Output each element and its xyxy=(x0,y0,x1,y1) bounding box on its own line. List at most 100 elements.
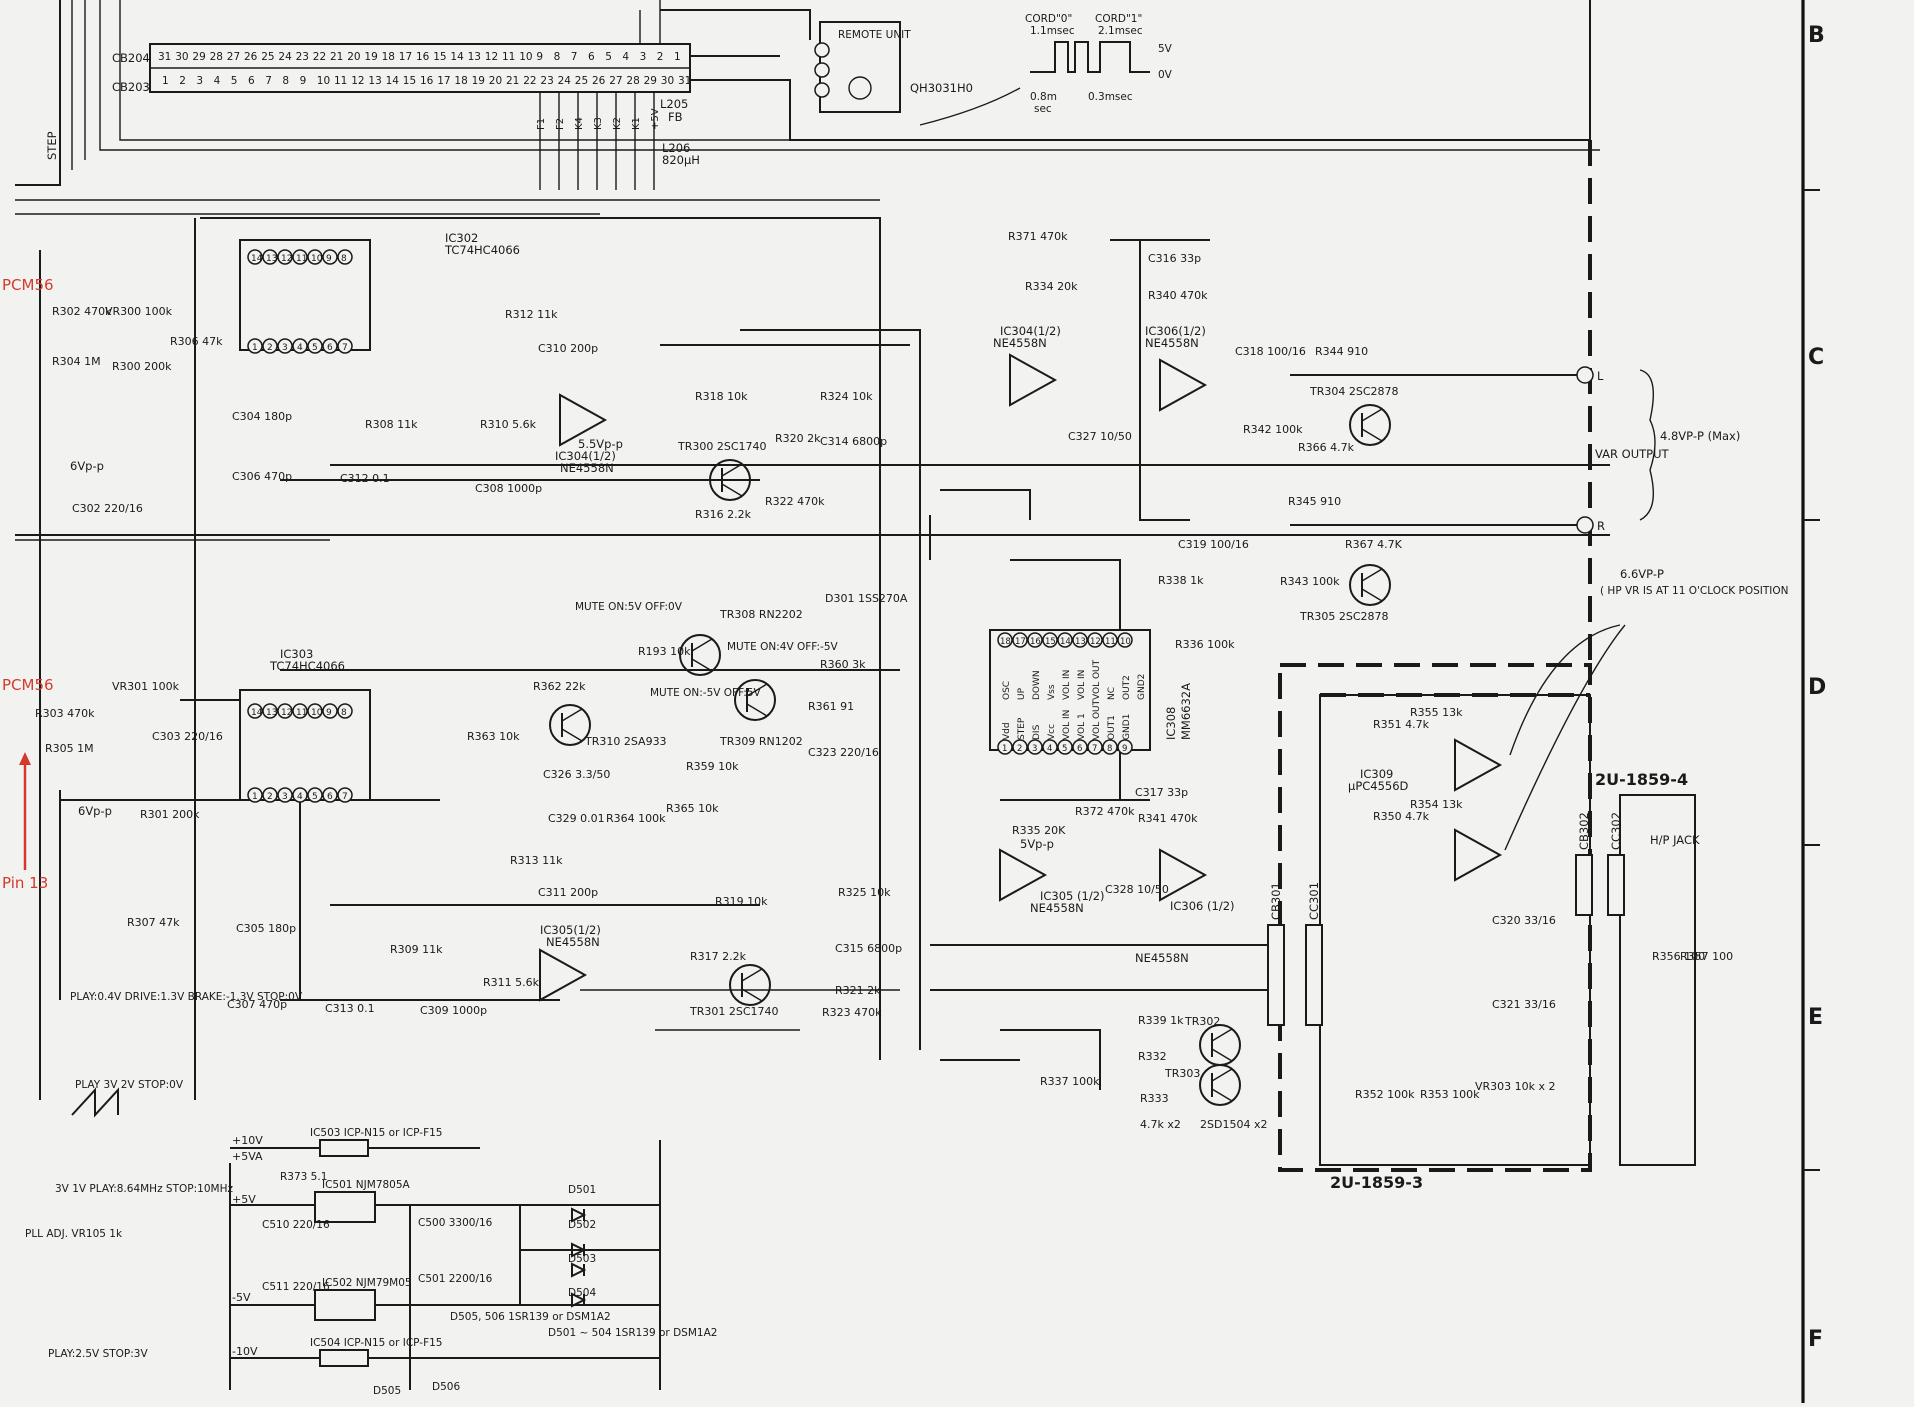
pll-note: PLL ADJ. VR105 1k xyxy=(25,1228,123,1240)
cb203-pin: 22 xyxy=(523,75,536,87)
component-label: R307 47k xyxy=(127,916,180,929)
ic304a-note: 5.5Vp-p xyxy=(578,437,623,451)
ic309-part: µPC4556D xyxy=(1348,779,1409,793)
status-notes: PLAY:0.4V DRIVE:1.3V BRAKE:-1.3V STOP:0V… xyxy=(25,459,839,1360)
cb203-pin: 28 xyxy=(626,75,639,87)
ic305a-part: NE4558N xyxy=(546,935,600,949)
tr309-label: TR309 RN1202 xyxy=(719,735,803,748)
cb203-pin: 14 xyxy=(386,75,400,87)
clock-note: 3V 1V PLAY:8.64MHz STOP:10MHz xyxy=(55,1183,233,1195)
ic304b-opamp: IC304(1/2) NE4558N xyxy=(993,324,1061,407)
remote-title: REMOTE UNIT xyxy=(838,29,911,41)
component-label: C320 33/16 xyxy=(1492,914,1556,927)
ic308-pin-name: VOL OUT xyxy=(1092,659,1102,700)
ic306b-part: NE4558N xyxy=(1135,951,1189,965)
power-part-label: C510 220/16 xyxy=(262,1219,330,1231)
ic308-pin-name: DIS xyxy=(1032,724,1042,740)
ic-pin: 5 xyxy=(312,792,318,802)
ic308-pin-name: OUT2 xyxy=(1122,675,1132,700)
tr303-transistor xyxy=(1199,1064,1241,1106)
component-label: C327 10/50 xyxy=(1068,430,1132,443)
signal-label: +5V xyxy=(650,108,661,130)
ic308-pin-name: VOL IN xyxy=(1077,670,1087,700)
ic-pin: 2 xyxy=(267,343,273,353)
module-outlines: 2U-1859-3 2U-1859-4 xyxy=(1278,140,1696,1192)
cb203-pin: 24 xyxy=(558,75,572,87)
component-label: R362 22k xyxy=(533,680,586,693)
ic308-pin: 10 xyxy=(1120,637,1131,647)
cb204-pin: 11 xyxy=(502,51,515,63)
ic-pin: 1 xyxy=(252,343,258,353)
tr302-transistor xyxy=(1199,1024,1241,1066)
component-label: C315 6800p xyxy=(835,942,902,955)
ic-pin: 6 xyxy=(327,792,333,802)
cb203-pin: 27 xyxy=(609,75,622,87)
ic304a-name: IC304(1/2) xyxy=(555,449,616,463)
component-label: R317 2.2k xyxy=(690,950,747,963)
component-label: R313 11k xyxy=(510,854,563,867)
ic308-pin-name: UP xyxy=(1017,687,1027,700)
component-label: R316 2.2k xyxy=(695,508,752,521)
cb203-pin: 26 xyxy=(592,75,606,87)
module-2u-1859-4: 2U-1859-4 xyxy=(1595,770,1688,789)
cb203-pin: 9 xyxy=(300,75,307,87)
cb203-pin: 10 xyxy=(317,75,330,87)
ic-pin: 13 xyxy=(266,708,277,718)
ic304a-opamp: 5.5Vp-p IC304(1/2) NE4558N xyxy=(555,393,623,475)
component-label: R340 470k xyxy=(1148,289,1208,302)
component-label: C313 0.1 xyxy=(325,1002,375,1015)
signal-label: F2 xyxy=(555,118,566,130)
ic306b-name: IC306 (1/2) xyxy=(1170,899,1235,913)
component-label: C319 100/16 xyxy=(1178,538,1249,551)
component-label: C316 33p xyxy=(1148,252,1201,265)
power-part-label: D501 xyxy=(568,1184,596,1196)
tr309-transistor xyxy=(734,679,776,721)
component-label: R353 100k xyxy=(1420,1088,1480,1101)
ic308-part: MM6632A xyxy=(1179,683,1193,740)
timing-08m: 0.8m xyxy=(1030,91,1057,103)
ic306a-part: NE4558N xyxy=(1145,336,1199,350)
ic305a-name: IC305(1/2) xyxy=(540,923,601,937)
ic-pin: 14 xyxy=(251,708,263,718)
component-label: R302 470k xyxy=(52,305,112,318)
component-label: C310 200p xyxy=(538,342,598,355)
ic308-name: IC308 xyxy=(1164,707,1178,740)
ic-pin: 9 xyxy=(326,708,332,718)
module-2u-1859-3: 2U-1859-3 xyxy=(1330,1173,1423,1192)
component-label: R193 10k xyxy=(638,645,691,658)
power-part-label: D503 xyxy=(568,1253,596,1265)
ic-pin: 4 xyxy=(297,792,303,802)
component-label: R333 xyxy=(1140,1092,1169,1105)
component-label: C323 220/16 xyxy=(808,746,879,759)
cb203-pin: 19 xyxy=(472,75,485,87)
component-label: R321 2k xyxy=(835,984,881,997)
remote-unit: REMOTE UNIT QH3031H0 CORD"0" 1.1msec COR… xyxy=(814,13,1173,126)
bus-wires xyxy=(15,199,1610,1100)
cb204-pin: 21 xyxy=(330,51,343,63)
component-label: R371 470k xyxy=(1008,230,1068,243)
component-label: R366 4.7k xyxy=(1298,441,1355,454)
cb203-pin: 18 xyxy=(454,75,467,87)
component-label: R306 47k xyxy=(170,335,223,348)
ic308-pin: 4 xyxy=(1047,744,1052,754)
rail-label: -10V xyxy=(232,1345,258,1358)
ic-pin: 4 xyxy=(297,343,303,353)
cb203-pin: 13 xyxy=(368,75,381,87)
cb203-pin: 3 xyxy=(196,75,203,87)
component-label: R337 100k xyxy=(1040,1075,1100,1088)
hp-note-text: ( HP VR IS AT 11 O'CLOCK POSITION xyxy=(1600,585,1789,597)
cb204-pin: 16 xyxy=(416,51,430,63)
cb204-pin: 17 xyxy=(399,51,412,63)
component-label: VR301 100k xyxy=(112,680,180,693)
component-label: R324 10k xyxy=(820,390,873,403)
ic306a-opamp: IC306(1/2) NE4558N xyxy=(1145,324,1208,412)
ic-pin: 10 xyxy=(311,254,323,264)
red-annotations: PCM56 PCM56 Pin 13 xyxy=(2,276,54,892)
ic308-pin: 18 xyxy=(1000,637,1011,647)
tr301-transistor xyxy=(729,964,771,1006)
ic-pin: 8 xyxy=(341,254,347,264)
